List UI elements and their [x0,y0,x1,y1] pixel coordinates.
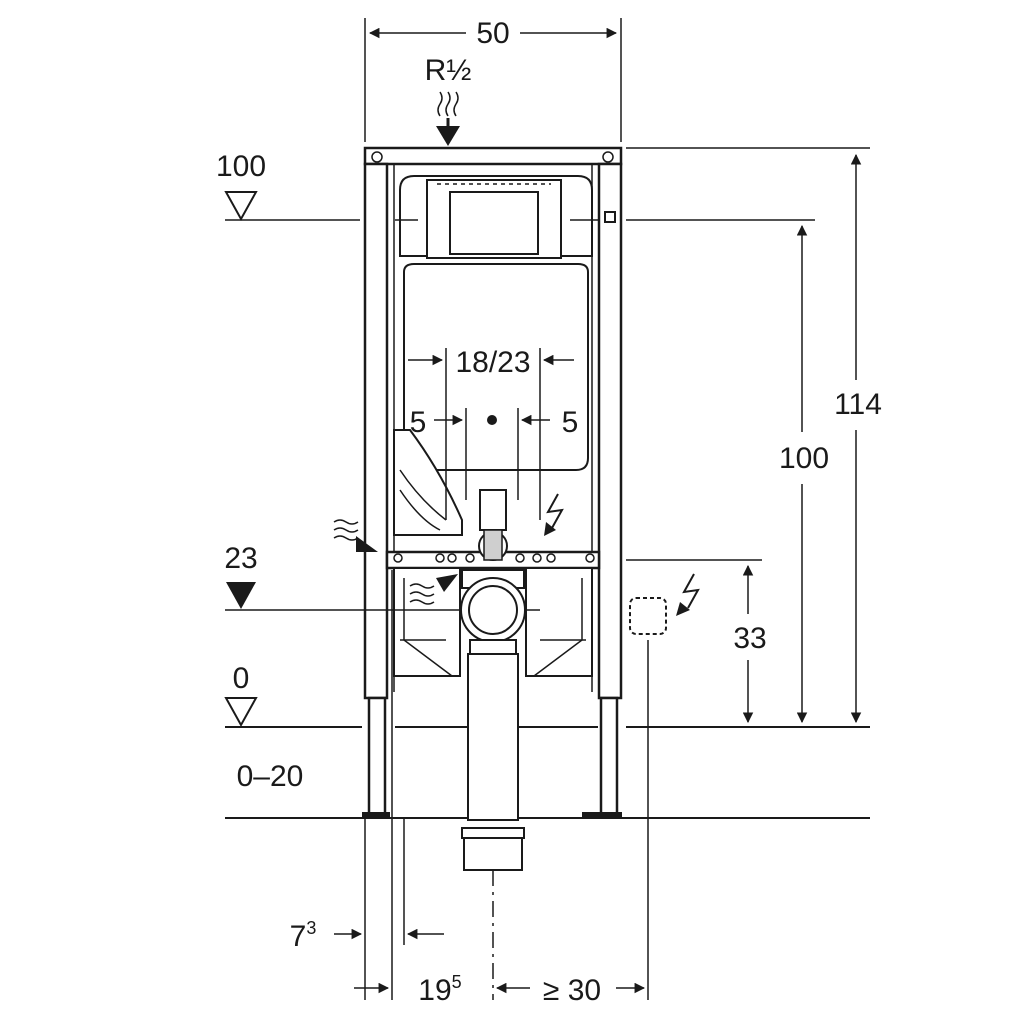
level-marker-top [224,191,815,222]
water-inlet-icon [333,519,378,552]
dimension-label-min-socket-distance: ≥ 30 [543,974,601,1007]
dimension-label-offset-left: 5 [410,406,427,439]
electrical-socket-icon [629,597,667,635]
dimension-offsets [434,408,550,500]
cistern [393,175,616,536]
dimension-label-leg-offset: 73 [290,918,317,953]
water-supply-icon [436,91,460,146]
power-icon [544,493,564,536]
floor-range-label: 0–20 [237,760,304,793]
power-socket-icon [676,573,700,616]
drain-bend [460,569,526,871]
dimension-label-top-width: 50 [476,17,509,50]
floor-lines [225,726,870,819]
dimension-label-height-power: 33 [733,622,766,655]
extension-lines-bottom [364,570,649,1000]
level-marker-floor [224,697,258,728]
dimension-height-power [626,559,762,724]
dimension-label-flush-spacing: 18/23 [455,346,530,379]
dimension-height-total [626,147,870,724]
level-label-top: 100 [216,150,266,183]
dimension-label-drain-offset: 195 [418,972,461,1007]
water-drain-icon [409,574,458,605]
level-label-drain: 23 [224,542,257,575]
dimension-label-height-actuator: 100 [779,442,829,475]
dimension-label-offset-right: 5 [562,406,579,439]
dimension-top-width [364,18,622,142]
lower-brackets [393,567,593,677]
dimension-flush-spacing [408,348,574,520]
supply-connection-label: R½ [425,54,472,87]
flush-pipe [478,489,508,561]
level-marker-drain [225,582,540,611]
dimension-label-height-total: 114 [834,388,882,421]
level-label-floor: 0 [233,662,250,695]
